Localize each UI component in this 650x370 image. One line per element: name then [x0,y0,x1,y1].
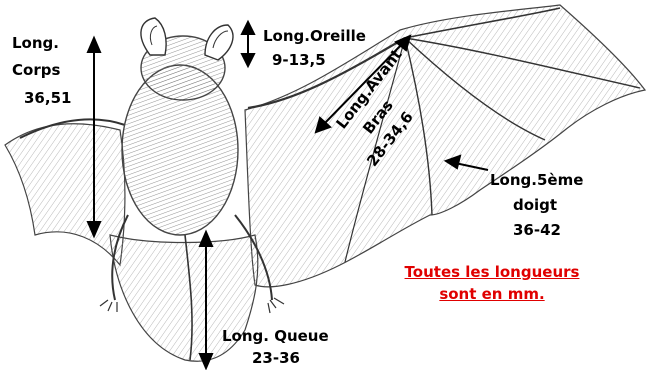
label-queue-value: 23-36 [252,348,300,368]
units-note-line1: Toutes les longueurs [372,262,612,282]
label-queue-title: Long. Queue [222,326,329,346]
right-wing [245,5,645,287]
label-oreille-value: 9-13,5 [272,50,326,70]
label-doigt-name: doigt [513,195,557,215]
left-wing [5,124,125,265]
left-ear [141,18,166,55]
label-corps-title: Long. [12,33,59,53]
label-corps-name: Corps [12,60,60,80]
label-corps-value: 36,51 [24,88,71,108]
units-note-line2: sont en mm. [372,284,612,304]
label-oreille-title: Long.Oreille [263,26,366,46]
label-doigt-title: Long.5ème [490,170,583,190]
right-ear [205,25,233,60]
label-doigt-value: 36-42 [513,220,561,240]
